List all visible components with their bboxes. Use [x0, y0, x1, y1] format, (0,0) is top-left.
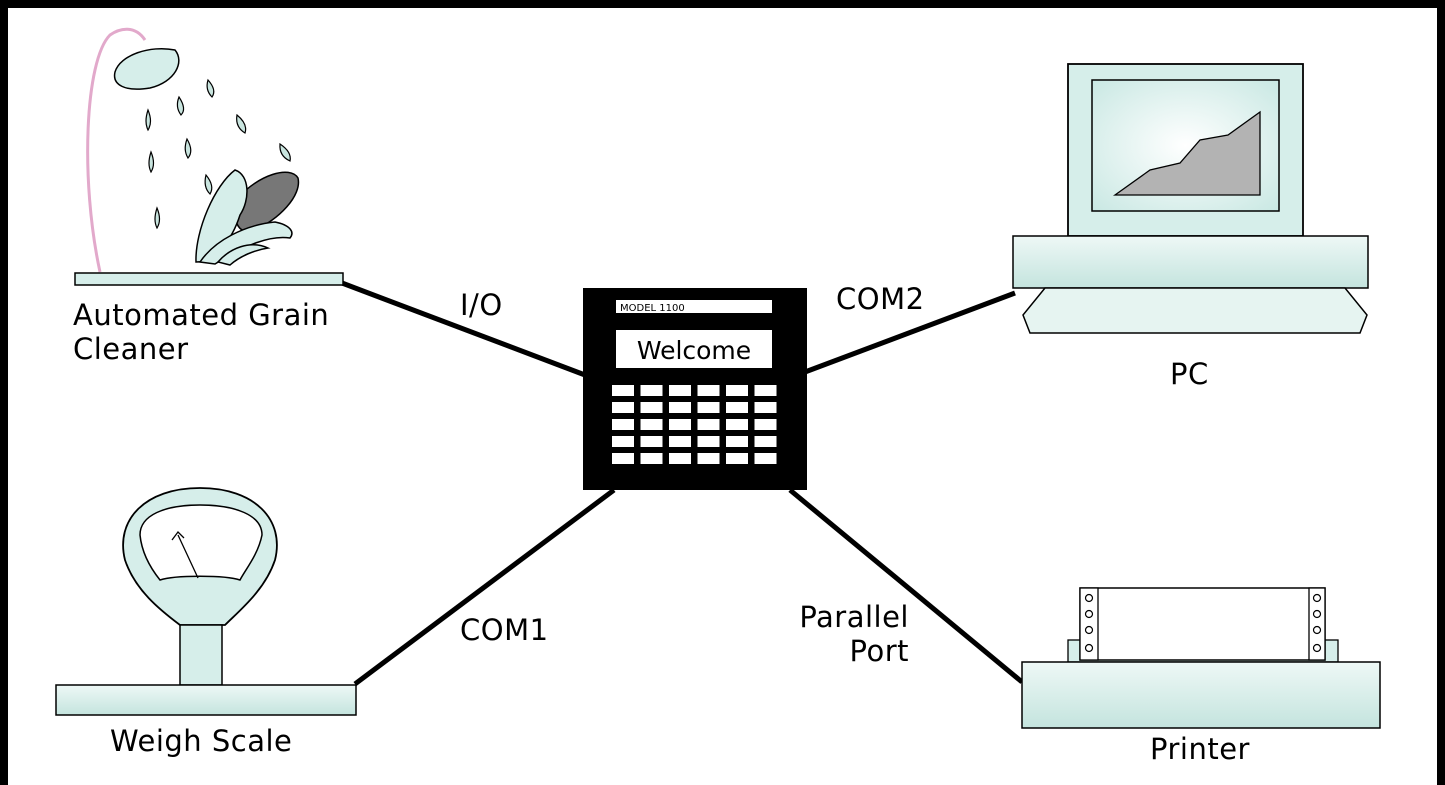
keypad-key — [612, 436, 634, 447]
keypad-key — [697, 419, 720, 430]
keypad-key — [726, 402, 748, 413]
controller-keypad — [612, 385, 777, 464]
printer-icon — [1021, 587, 1381, 729]
connection-lines — [341, 280, 1024, 687]
keypad-key — [612, 385, 634, 396]
keypad-key — [726, 385, 748, 396]
keypad-key — [726, 453, 748, 464]
keypad-key — [640, 436, 663, 447]
pc-label: PC — [1170, 357, 1209, 391]
parallel-connection-line — [788, 488, 1024, 684]
keypad-key — [669, 385, 691, 396]
weigh-scale-icon — [55, 487, 357, 716]
weigh-scale-label: Weigh Scale — [110, 724, 293, 758]
io-connection-line — [341, 280, 586, 378]
com2-connection-line — [804, 290, 1016, 375]
grain-cleaner-icon — [74, 27, 344, 286]
keypad-key — [726, 419, 748, 430]
com1-connection-line — [353, 487, 616, 687]
com1-connection-label: COM1 — [460, 613, 549, 647]
keypad-key — [669, 402, 691, 413]
keypad-key — [697, 402, 720, 413]
keypad-key — [669, 453, 691, 464]
keypad-key — [612, 453, 634, 464]
keypad-key — [754, 419, 777, 430]
controller-display-text: Welcome — [637, 336, 751, 365]
computer-icon — [1012, 63, 1369, 334]
keypad-key — [697, 453, 720, 464]
parallel-port-label-line1: Parallel — [799, 600, 909, 634]
keypad-key — [640, 419, 663, 430]
io-connection-label: I/O — [460, 288, 503, 322]
keypad-key — [612, 402, 634, 413]
grain-cleaner-label-line2: Cleaner — [73, 332, 189, 366]
controller-model-label: MODEL 1100 — [620, 303, 685, 314]
keypad-key — [754, 402, 777, 413]
com2-connection-label: COM2 — [836, 282, 925, 316]
keypad-key — [754, 453, 777, 464]
parallel-port-label-line2: Port — [849, 634, 909, 668]
keypad-key — [612, 419, 634, 430]
keypad-key — [640, 453, 663, 464]
keypad-key — [669, 436, 691, 447]
keypad-key — [640, 402, 663, 413]
keypad-key — [640, 385, 663, 396]
grain-cleaner-label: Automated Grain Cleaner — [73, 298, 329, 366]
keypad-key — [697, 436, 720, 447]
printer-label: Printer — [1150, 732, 1250, 766]
keypad-key — [754, 385, 777, 396]
parallel-port-label: Parallel Port — [793, 600, 909, 668]
keypad-key — [697, 385, 720, 396]
keypad-key — [726, 436, 748, 447]
keypad-key — [669, 419, 691, 430]
keypad-key — [754, 436, 777, 447]
controller-unit: MODEL 1100 Welcome — [583, 288, 807, 490]
grain-cleaner-label-line1: Automated Grain — [73, 298, 330, 332]
